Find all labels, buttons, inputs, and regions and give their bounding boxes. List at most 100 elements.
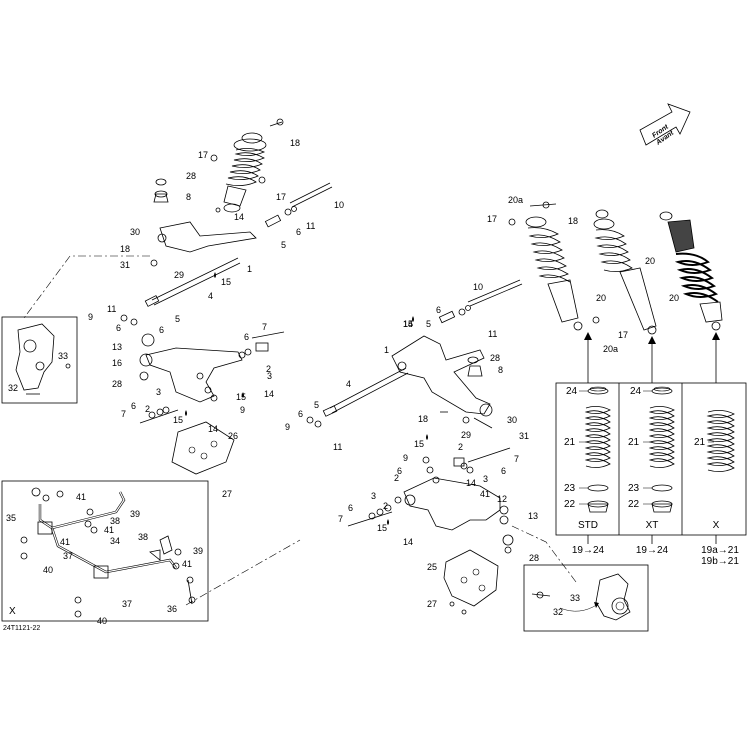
callout-callouts_left-14: 14 bbox=[264, 389, 274, 399]
callout-callouts_center-10: 10 bbox=[473, 282, 483, 292]
callout-callouts_center-6: 6 bbox=[397, 466, 402, 476]
callout-callouts_center-8: 8 bbox=[498, 365, 503, 375]
callout-callouts_center-6: 6 bbox=[348, 503, 353, 513]
callout-callouts_left-6: 6 bbox=[131, 401, 136, 411]
x-part-21: 21 bbox=[694, 437, 706, 448]
callout-callouts_left-4: 4 bbox=[208, 291, 213, 301]
callout-callouts_right-20a: 20a bbox=[603, 344, 618, 354]
spring-options-table: 24 21 23 22 24 21 23 22 21 STD XT X 19→2… bbox=[555, 332, 747, 567]
callout-callouts_right-18: 18 bbox=[568, 216, 578, 226]
callout-sway_bar_callouts-39: 39 bbox=[130, 509, 140, 519]
callout-sway_bar_callouts-37: 37 bbox=[122, 599, 132, 609]
callout-callouts_center-15: 15 bbox=[403, 319, 413, 329]
callout-callouts_left-7: 7 bbox=[121, 409, 126, 419]
callout-callouts_left-33: 33 bbox=[58, 351, 68, 361]
callout-callouts_left-8: 8 bbox=[186, 192, 191, 202]
callout-callouts_left-7: 7 bbox=[262, 322, 267, 332]
callout-callouts_left-6: 6 bbox=[159, 325, 164, 335]
callout-sway_bar_callouts-37: 37 bbox=[63, 551, 73, 561]
callout-callouts_right-17: 17 bbox=[487, 214, 497, 224]
callout-callouts_center-15: 15 bbox=[414, 439, 424, 449]
callout-callouts_left-5: 5 bbox=[281, 240, 286, 250]
callout-callouts_center-1: 1 bbox=[384, 345, 389, 355]
callout-callouts_right-20: 20 bbox=[596, 293, 606, 303]
callout-callouts_center-6: 6 bbox=[436, 305, 441, 315]
column-x: X bbox=[713, 520, 720, 531]
callout-callouts_right-17: 17 bbox=[618, 330, 628, 340]
callout-callouts_left-18: 18 bbox=[120, 244, 130, 254]
callout-knuckle_box_callouts-32: 32 bbox=[553, 607, 563, 617]
right-shock-std bbox=[508, 201, 600, 331]
callout-callouts_left-29: 29 bbox=[174, 270, 184, 280]
xt-part-22: 22 bbox=[628, 499, 640, 510]
std-part-24: 24 bbox=[566, 386, 578, 397]
callout-sway_bar_callouts-38: 38 bbox=[110, 516, 120, 526]
callout-callouts_center-18: 18 bbox=[418, 414, 428, 424]
callout-callouts_left-16: 16 bbox=[112, 358, 122, 368]
callout-callouts_center-29: 29 bbox=[461, 430, 471, 440]
callout-callouts_center-4: 4 bbox=[346, 379, 351, 389]
std-part-23: 23 bbox=[564, 483, 576, 494]
xt-part-21: 21 bbox=[628, 437, 640, 448]
std-range: 19→24 bbox=[572, 545, 605, 556]
callout-callouts_left-11: 11 bbox=[306, 221, 315, 231]
callout-callouts_left-13: 13 bbox=[112, 342, 122, 352]
callout-callouts_center-13: 13 bbox=[528, 511, 538, 521]
sway-box-label: X bbox=[9, 606, 16, 617]
callout-sway_bar_callouts-41: 41 bbox=[104, 525, 114, 535]
callout-callouts_center-41: 41 bbox=[480, 489, 490, 499]
callout-callouts_center-11: 11 bbox=[488, 329, 497, 339]
callout-callouts_center-3: 3 bbox=[371, 491, 376, 501]
callout-callouts_center-5: 5 bbox=[426, 319, 431, 329]
diagram-code: 24T1121-22 bbox=[3, 625, 40, 632]
callout-callouts_center-15: 15 bbox=[377, 523, 387, 533]
xt-part-24: 24 bbox=[630, 386, 642, 397]
callout-callouts_left-9: 9 bbox=[240, 405, 245, 415]
callout-callouts_left-6: 6 bbox=[244, 332, 249, 342]
callout-callouts_right-20: 20 bbox=[645, 256, 655, 266]
callout-callouts_center-2: 2 bbox=[383, 501, 388, 511]
callout-callouts_center-14: 14 bbox=[466, 478, 476, 488]
callout-callouts_left-11: 11 bbox=[107, 304, 116, 314]
callout-sway_bar_callouts-40: 40 bbox=[97, 616, 107, 626]
callout-callouts_center-12: 12 bbox=[497, 494, 507, 504]
column-std: STD bbox=[578, 520, 598, 531]
callout-callouts_center-31: 31 bbox=[519, 431, 529, 441]
callout-callouts_center-2: 2 bbox=[458, 442, 463, 452]
xt-range: 19→24 bbox=[636, 545, 669, 556]
sway-bar-box: X bbox=[1, 480, 209, 622]
callout-callouts_center-25: 25 bbox=[427, 562, 437, 572]
callout-callouts_left-18: 18 bbox=[290, 138, 300, 148]
callout-callouts_left-2: 2 bbox=[145, 404, 150, 414]
callout-sway_bar_callouts-34: 34 bbox=[110, 536, 120, 546]
callout-callouts_center-27: 27 bbox=[427, 599, 437, 609]
callout-sway_bar_callouts-39: 39 bbox=[193, 546, 203, 556]
callout-callouts_left-3: 3 bbox=[267, 371, 272, 381]
callout-callouts_center-3: 3 bbox=[483, 474, 488, 484]
std-part-22: 22 bbox=[564, 499, 576, 510]
callout-callouts_left-28: 28 bbox=[186, 171, 196, 181]
callout-callouts_left-32: 32 bbox=[8, 383, 18, 393]
x-range-b: 19b→21 bbox=[701, 556, 739, 567]
callout-callouts_left-2: 2 bbox=[266, 364, 271, 374]
callout-sway_bar_callouts-35: 35 bbox=[6, 513, 16, 523]
left-knuckle-box bbox=[1, 316, 78, 404]
callout-callouts_left-31: 31 bbox=[120, 260, 130, 270]
callout-knuckle_box_callouts-33: 33 bbox=[570, 593, 580, 603]
callout-callouts_right-20a: 20a bbox=[508, 195, 523, 205]
callout-sway_bar_callouts-36: 36 bbox=[167, 604, 177, 614]
callout-callouts_left-27: 27 bbox=[222, 489, 232, 499]
callout-callouts_left-6: 6 bbox=[296, 227, 301, 237]
left-shock-absorber bbox=[215, 132, 267, 213]
callout-callouts_center-9: 9 bbox=[403, 453, 408, 463]
callout-callouts_center-2: 2 bbox=[394, 473, 399, 483]
callout-callouts_left-9: 9 bbox=[88, 312, 93, 322]
callout-callouts_center-28: 28 bbox=[490, 353, 500, 363]
right-shock-xt bbox=[593, 209, 657, 335]
right-shock-x bbox=[659, 211, 723, 331]
